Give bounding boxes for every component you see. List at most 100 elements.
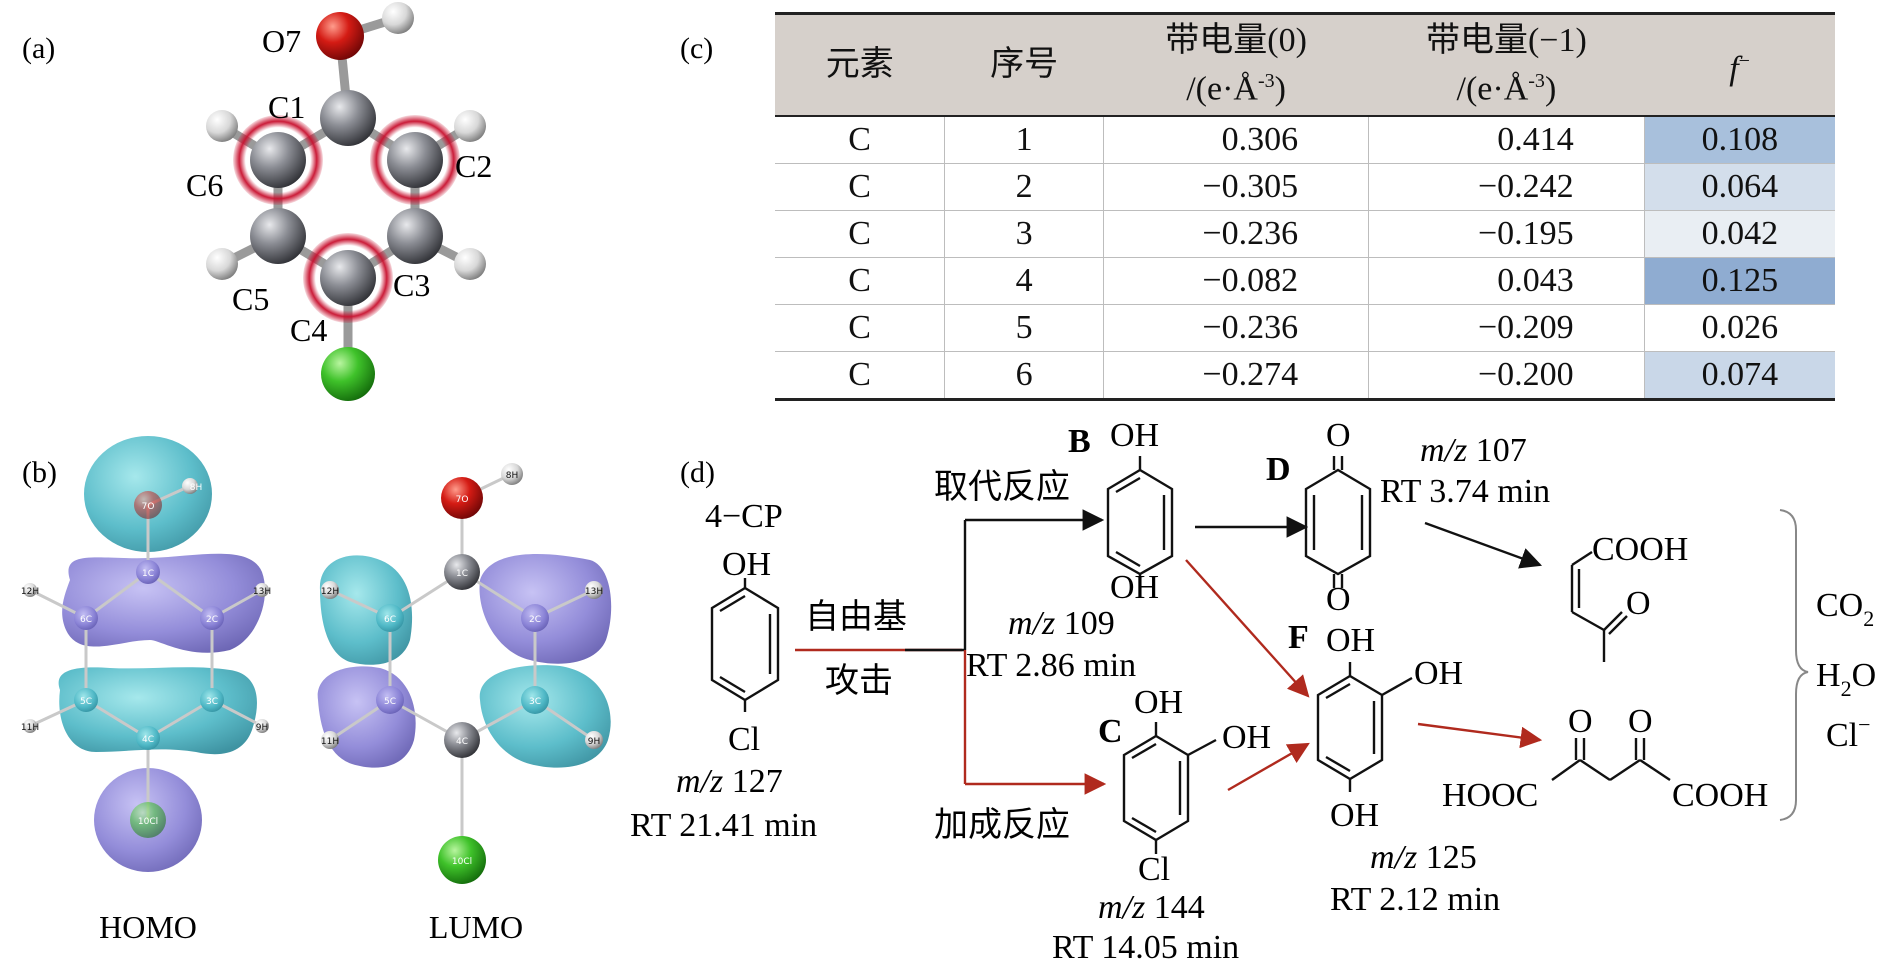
acid2-cooh: COOH	[1672, 777, 1768, 814]
cell-charge-minus1: −0.209	[1368, 304, 1645, 353]
product-h2o: H2O	[1816, 657, 1876, 701]
table-row: C 5 −0.236 −0.209 0.026	[775, 304, 1835, 353]
mid-rt: RT 2.86 min	[966, 647, 1136, 684]
lumo-atom-tag: 1C	[456, 569, 468, 579]
compound-c-oh-right: OH	[1222, 719, 1271, 756]
atom-label-c1: C1	[268, 89, 305, 125]
carbon-atom	[521, 604, 549, 632]
arrow-d-to-acid	[1424, 521, 1543, 569]
hydrogen-atom	[206, 110, 238, 142]
panel-a-ball-and-stick-model: (a)	[22, 2, 492, 401]
homo-orbital-model: 7O 8H 1C 2C 3C 4C 5C 6C 10Cl 12H 13H 11H…	[21, 436, 271, 945]
start-benzene-ring	[710, 578, 780, 712]
hydrogen-atom	[454, 110, 486, 142]
carbon-atom	[444, 722, 480, 758]
cell-index: 6	[944, 351, 1104, 402]
cell-charge-0: −0.082	[1103, 257, 1369, 306]
cell-element: C	[775, 210, 945, 259]
lumo-lobe	[479, 665, 611, 768]
compound-f-oh-top: OH	[1326, 622, 1375, 659]
hydrogen-atom	[585, 731, 603, 749]
start-cl: Cl	[728, 721, 760, 758]
compound-f-ring	[1316, 662, 1413, 792]
acid2-hooc: HOOC	[1442, 777, 1538, 814]
compound-d-mz: m/z 107	[1420, 432, 1527, 469]
start-rt: RT 21.41 min	[630, 807, 817, 844]
carbon-atom-c1	[320, 90, 376, 146]
cell-fukui: 0.074	[1643, 351, 1835, 402]
substitution-label: 取代反应	[934, 468, 1070, 506]
compound-c-cl: Cl	[1138, 851, 1170, 888]
compound-d-ring	[1304, 456, 1372, 588]
lumo-orbital-model: 7O 1C 2C 3C 4C 5C 6C 10Cl 8H 12H 13H 11H…	[317, 463, 612, 945]
lumo-atom-tag: 4C	[456, 737, 468, 747]
panel-label-d: (d)	[680, 456, 715, 489]
lumo-atom-tag: 3C	[529, 697, 541, 707]
start-oh: OH	[722, 546, 771, 583]
oxygen-atom	[134, 491, 162, 519]
arrow-c-to-f	[1227, 742, 1310, 792]
carbon-atom	[521, 686, 549, 714]
homo-atom-tag: 6C	[80, 615, 92, 625]
cell-charge-minus1: −0.242	[1368, 163, 1645, 212]
hydrogen-atom	[454, 248, 486, 280]
panel-label-b: (b)	[22, 456, 57, 489]
carbon-atom	[200, 606, 224, 630]
lumo-atom-tag: 10Cl	[452, 857, 472, 867]
compound-b-oh-bottom: OH	[1110, 569, 1159, 606]
carbon-atom	[136, 560, 160, 584]
header-charge-minus1: 带电量(−1) /(e·Å-3)	[1368, 12, 1645, 118]
product-chloride: Cl−	[1826, 712, 1871, 754]
chlorine-atom	[321, 347, 375, 401]
table-row: C 2 −0.305 −0.242 0.064	[775, 163, 1835, 212]
panel-label-c: (c)	[680, 32, 713, 65]
compound-d-letter: D	[1266, 451, 1291, 488]
compound-f-oh-bottom: OH	[1330, 797, 1379, 834]
compound-c-oh-top: OH	[1134, 684, 1183, 721]
carbon-atom-c6	[250, 132, 306, 188]
chlorine-atom	[438, 836, 486, 884]
compound-c-mz: m/z 144	[1098, 889, 1205, 926]
carbon-atom-c3	[387, 208, 443, 264]
lumo-atom-tag: 12H	[321, 587, 339, 597]
homo-atom-tag: 2C	[206, 615, 218, 625]
attack-label-line2: 攻击	[825, 662, 893, 700]
homo-atom-tag: 4C	[142, 735, 154, 745]
header-charge-minus1-line1: 带电量(−1)	[1425, 22, 1587, 59]
header-index: 序号	[944, 12, 1104, 118]
hydrogen-atom	[585, 581, 603, 599]
table-body: C 1 0.306 0.414 0.108 C 2 −0.305 −0.242 …	[775, 116, 1835, 402]
cell-charge-minus1: 0.414	[1368, 116, 1645, 165]
atom-label-c5: C5	[232, 281, 269, 317]
homo-atom-tag: 11H	[21, 723, 39, 733]
homo-atom-tag: 10Cl	[138, 817, 158, 827]
hydrogen-atom	[321, 581, 339, 599]
compound-b-ring	[1106, 456, 1174, 588]
compound-b-oh-top: OH	[1110, 417, 1159, 454]
chlorine-atom	[130, 802, 166, 838]
header-charge-minus1-line2: /(e·Å-3)	[1456, 70, 1557, 108]
cell-index: 3	[944, 210, 1104, 259]
cell-charge-minus1: −0.200	[1368, 351, 1645, 402]
carbon-atom-c5	[250, 208, 306, 264]
homo-atom-tag: 7O	[142, 502, 155, 512]
attack-label-line1: 自由基	[805, 598, 907, 636]
cell-element: C	[775, 257, 945, 306]
table-row: C 3 −0.236 −0.195 0.042	[775, 210, 1835, 259]
hydrogen-atom	[206, 248, 238, 280]
oxygen-atom-o7	[316, 12, 364, 60]
hydrogen-atom	[23, 583, 37, 597]
atom-label-c6: C6	[186, 167, 223, 203]
compound-d-o-top: O	[1326, 417, 1351, 454]
addition-label: 加成反应	[934, 806, 1070, 844]
acid1-skeleton	[1570, 550, 1628, 662]
compound-c-ring	[1122, 722, 1217, 854]
hydrogen-atom	[321, 731, 339, 749]
header-charge-0-line1: 带电量(0)	[1165, 22, 1307, 59]
cell-index: 1	[944, 116, 1104, 165]
compound-d-rt: RT 3.74 min	[1380, 473, 1550, 510]
cell-index: 4	[944, 257, 1104, 306]
homo-atom-tag: 9H	[256, 723, 269, 733]
hydrogen-atom	[501, 463, 523, 485]
